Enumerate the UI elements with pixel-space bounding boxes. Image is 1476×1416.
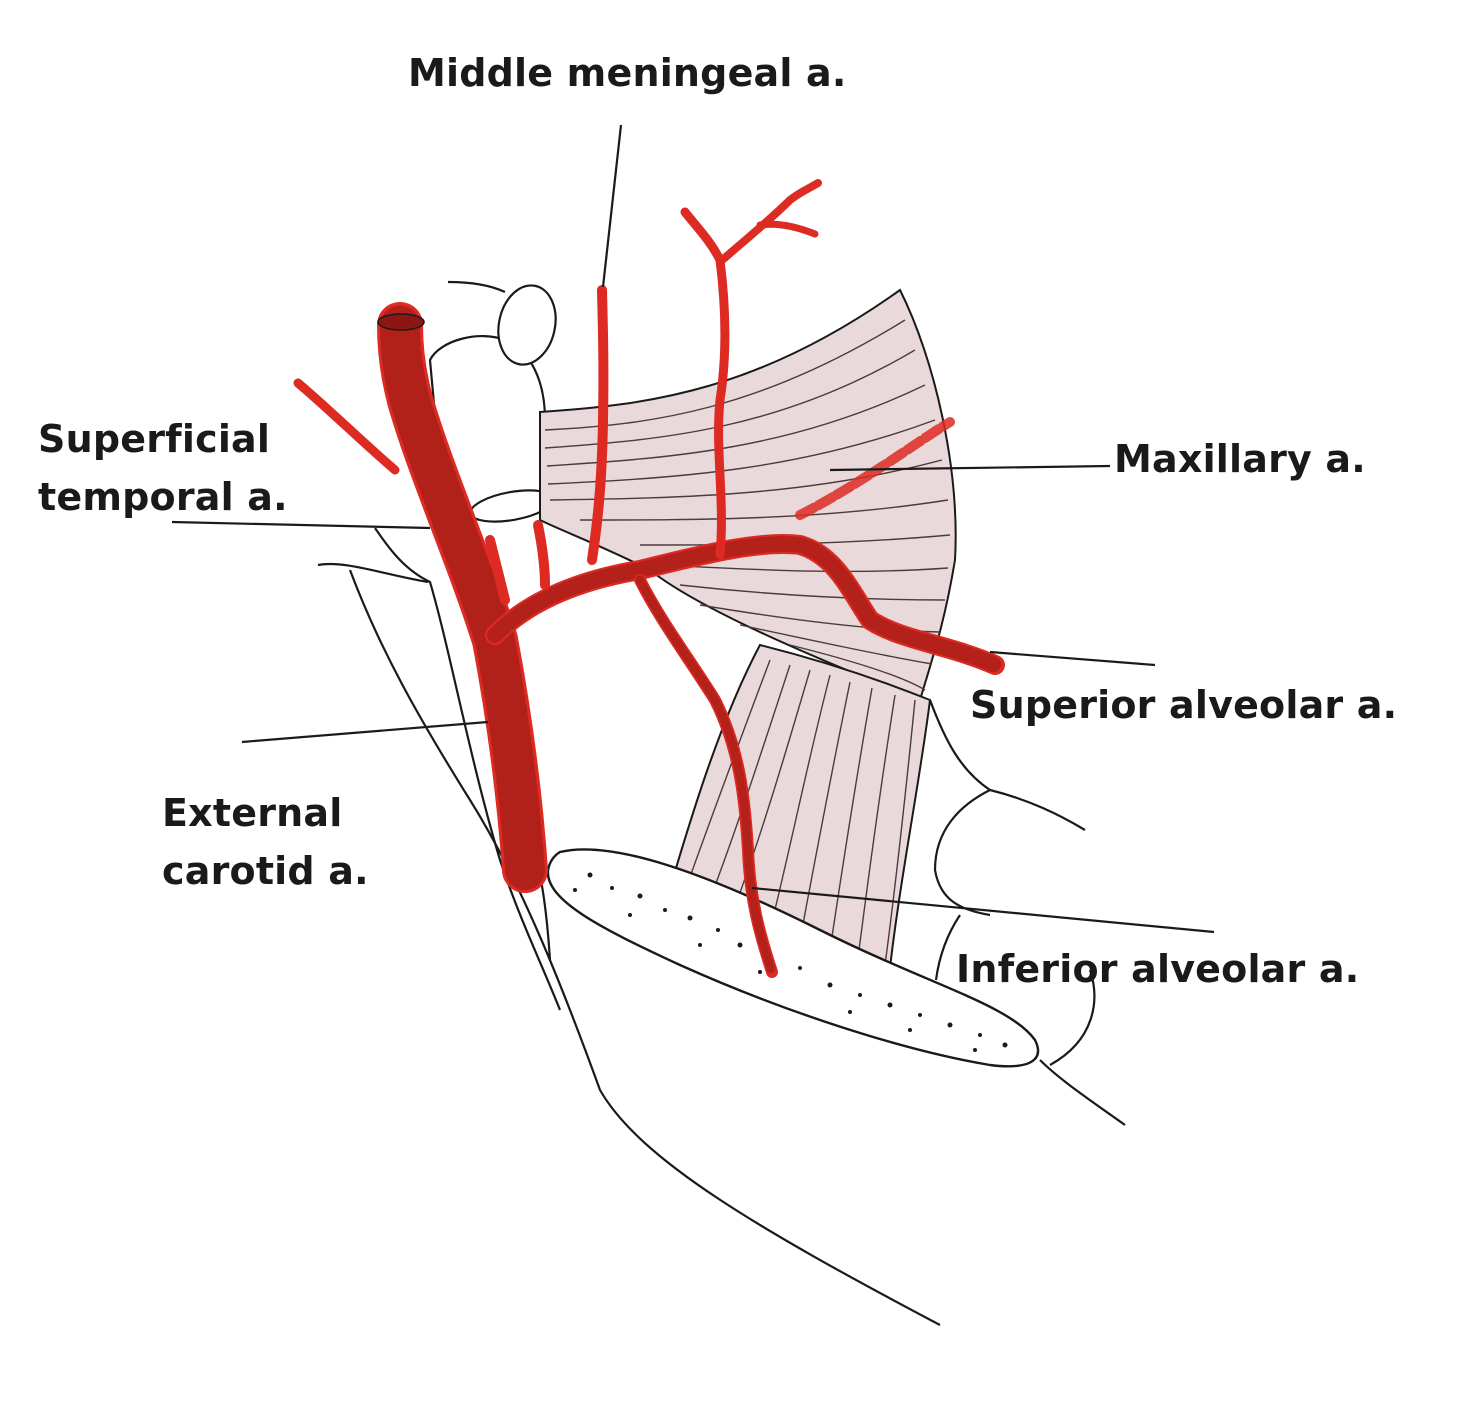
leader-superior-alveolar bbox=[989, 650, 1156, 667]
label-superficial-temporal-line2: temporal a. bbox=[38, 475, 288, 519]
mandible-outline bbox=[317, 280, 1126, 1326]
label-inferior-alveolar: Inferior alveolar a. bbox=[956, 947, 1360, 991]
leader-external-carotid bbox=[241, 720, 489, 744]
label-external-carotid: External carotid a. bbox=[162, 784, 369, 900]
leader-inferior-alveolar bbox=[751, 886, 1215, 934]
superficial-temporal-branch bbox=[293, 378, 400, 475]
label-middle-meningeal: Middle meningeal a. bbox=[408, 51, 847, 95]
label-superficial-temporal-line1: Superficial bbox=[38, 417, 271, 461]
label-external-carotid-line2: carotid a. bbox=[162, 849, 369, 893]
middle-meningeal-artery bbox=[587, 285, 609, 565]
leader-middle-meningeal bbox=[601, 124, 623, 288]
leader-superficial-temporal bbox=[171, 520, 431, 530]
label-superior-alveolar: Superior alveolar a. bbox=[970, 683, 1398, 727]
mandibular-canal-section bbox=[546, 848, 1040, 1068]
deep-temporal-artery bbox=[680, 207, 730, 560]
arteries bbox=[293, 179, 1005, 978]
label-superficial-temporal: Superficial temporal a. bbox=[38, 410, 288, 526]
label-maxillary: Maxillary a. bbox=[1114, 437, 1366, 481]
leader-lines bbox=[171, 124, 1215, 934]
leader-maxillary bbox=[829, 464, 1111, 472]
condyle-outline bbox=[428, 284, 557, 523]
label-external-carotid-line1: External bbox=[162, 791, 343, 835]
